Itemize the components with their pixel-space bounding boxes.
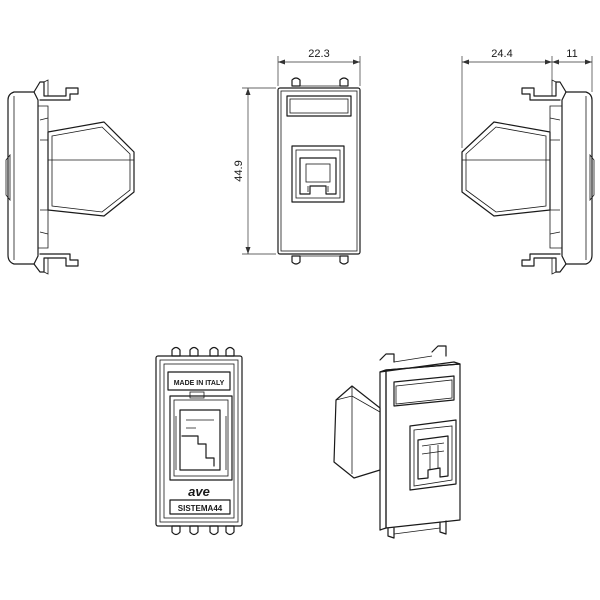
back-studs: [171, 346, 235, 536]
dimension-side-depth: 24.4 11: [461, 48, 593, 148]
back-view: MADE IN ITALY ave SISTEMA44: [155, 346, 243, 536]
dimension-label-front-height: 44.9: [233, 160, 245, 181]
left-side-view: [5, 79, 135, 275]
dimension-front-width: 22.3: [277, 48, 361, 86]
dimension-label-front-width: 22.3: [308, 48, 329, 60]
iso-rj-socket: [409, 419, 457, 491]
back-label-origin: MADE IN ITALY: [174, 380, 225, 387]
front-view: [277, 77, 361, 265]
front-top-lugs: [291, 77, 349, 87]
back-connector: [169, 391, 233, 481]
back-label-series: SISTEMA44: [178, 504, 223, 513]
front-bottom-lugs: [291, 255, 349, 265]
dimension-label-side-depth: 24.4: [491, 48, 512, 60]
back-label-brand: ave: [188, 484, 210, 499]
dimension-label-side-offset: 11: [566, 48, 577, 60]
front-rj-socket: [291, 145, 345, 203]
dimension-front-height: 44.9: [233, 87, 276, 255]
right-side-view: [461, 79, 595, 275]
isometric-view: [333, 345, 461, 539]
